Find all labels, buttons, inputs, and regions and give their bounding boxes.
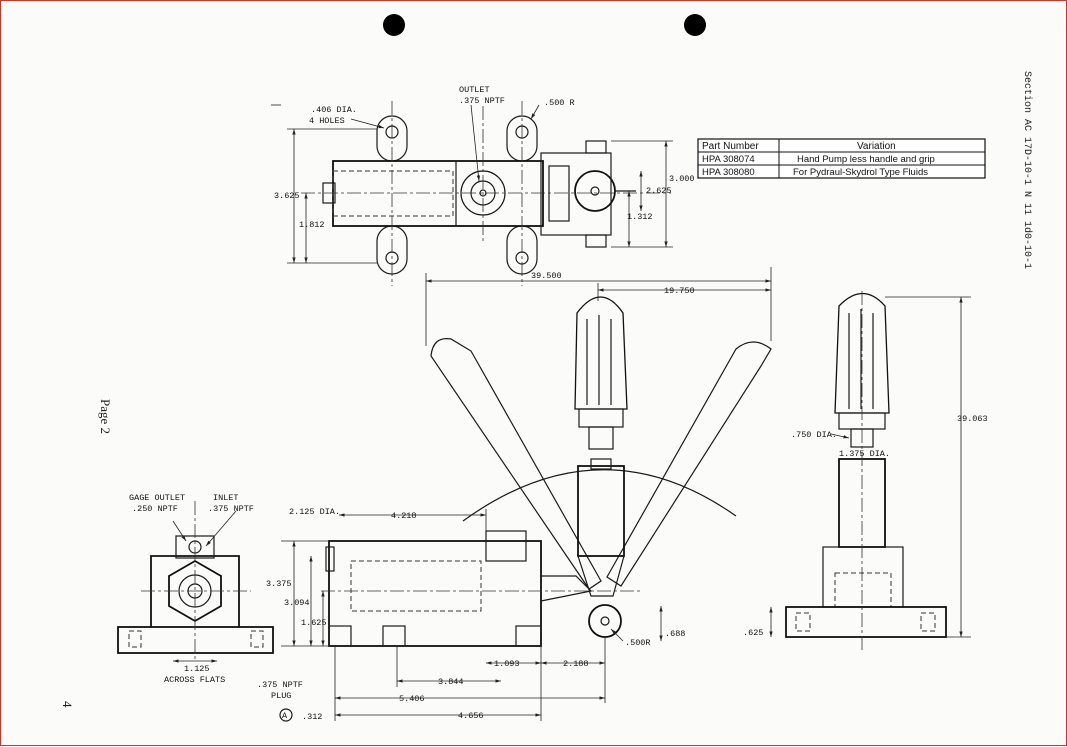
right-base-label: .625 <box>743 628 763 638</box>
pin-dia-label: 1.375 DIA. <box>839 449 890 459</box>
table-row-part: HPA 308074 <box>702 154 755 165</box>
dim-1625-label: 1.625 <box>301 618 327 628</box>
width-total-label: 3.000 <box>669 174 695 184</box>
dim-1093-label: 1.093 <box>494 659 520 669</box>
dim-3844-label: 3.844 <box>438 677 464 687</box>
table-header-part: Part Number <box>702 141 759 152</box>
side-margin-text: Section AC 17D-10-1 N 11 1d0-10-1 <box>1021 71 1033 269</box>
height-total-label: 3.625 <box>274 191 300 201</box>
outlet-thread-label: .375 NPTF <box>459 96 505 106</box>
side-radius-label: .500R <box>625 638 651 648</box>
dim-3094-label: 3.094 <box>284 598 310 608</box>
inlet-label: INLET <box>213 493 239 503</box>
inlet-thread-label: .375 NPTF <box>208 504 254 514</box>
gage-outlet-label: GAGE OUTLET <box>129 493 185 503</box>
right-height-label: 39.063 <box>957 414 988 424</box>
handle-swing-view: 39.500 19.750 <box>425 267 772 638</box>
outlet-label: OUTLET <box>459 85 490 95</box>
table-row-variation: For Pydraul-Skydrol Type Fluids <box>793 167 928 178</box>
plug-note-label: PLUG <box>271 691 291 701</box>
gage-thread-label: .250 NPTF <box>132 504 178 514</box>
holes-count-label: 4 HOLES <box>309 116 345 126</box>
dim-2188-label: 2.188 <box>563 659 589 669</box>
plug-thread-label: .375 NPTF <box>257 680 303 690</box>
holes-dia-label: .406 DIA. <box>311 105 357 115</box>
hex-note-label: ACROSS FLATS <box>164 675 225 685</box>
swing-total-label: 39.500 <box>531 271 562 281</box>
dim-2625-label: 2.625 <box>646 186 672 196</box>
top-radius-label: .500 R <box>544 98 575 108</box>
dim-4656-label: 4.656 <box>458 711 484 721</box>
dim-5406-label: 5.406 <box>399 694 425 704</box>
side-view: 2.125 DIA. 4.218 3.375 3.094 1.625 3.844… <box>257 507 685 722</box>
parts-table: Part Number Variation HPA 308074 Hand Pu… <box>697 138 986 179</box>
table-row-variation: Hand Pump less handle and grip <box>797 154 935 165</box>
dim-1312-label: 1.312 <box>627 212 653 222</box>
side-dia-label: 2.125 DIA. <box>289 507 340 517</box>
swing-half-label: 19.750 <box>664 286 695 296</box>
binder-hole-right <box>684 14 706 36</box>
right-view: .750 DIA. 1.375 DIA. 39.063 .625 <box>743 291 988 651</box>
page-label: Page 2 <box>98 399 113 434</box>
table-row-part: HPA 308080 <box>702 167 755 178</box>
ref-mark-label: A <box>282 711 288 721</box>
grip-dia-label: .750 DIA. <box>791 430 837 440</box>
dim-4218-label: 4.218 <box>391 511 417 521</box>
corner-mark: 4 <box>60 701 75 708</box>
dim-312-label: .312 <box>302 712 322 722</box>
dim-688-label: .688 <box>665 629 685 639</box>
binder-hole-left <box>383 14 405 36</box>
dim-3375-label: 3.375 <box>266 579 292 589</box>
height-half-label: 1.812 <box>299 220 325 230</box>
table-header-variation: Variation <box>857 141 896 152</box>
end-view: GAGE OUTLET .250 NPTF INLET .375 NPTF 1.… <box>117 493 274 685</box>
top-view: .406 DIA. 4 HOLES OUTLET .375 NPTF .500 … <box>271 85 695 286</box>
hex-label: 1.125 <box>184 664 210 674</box>
